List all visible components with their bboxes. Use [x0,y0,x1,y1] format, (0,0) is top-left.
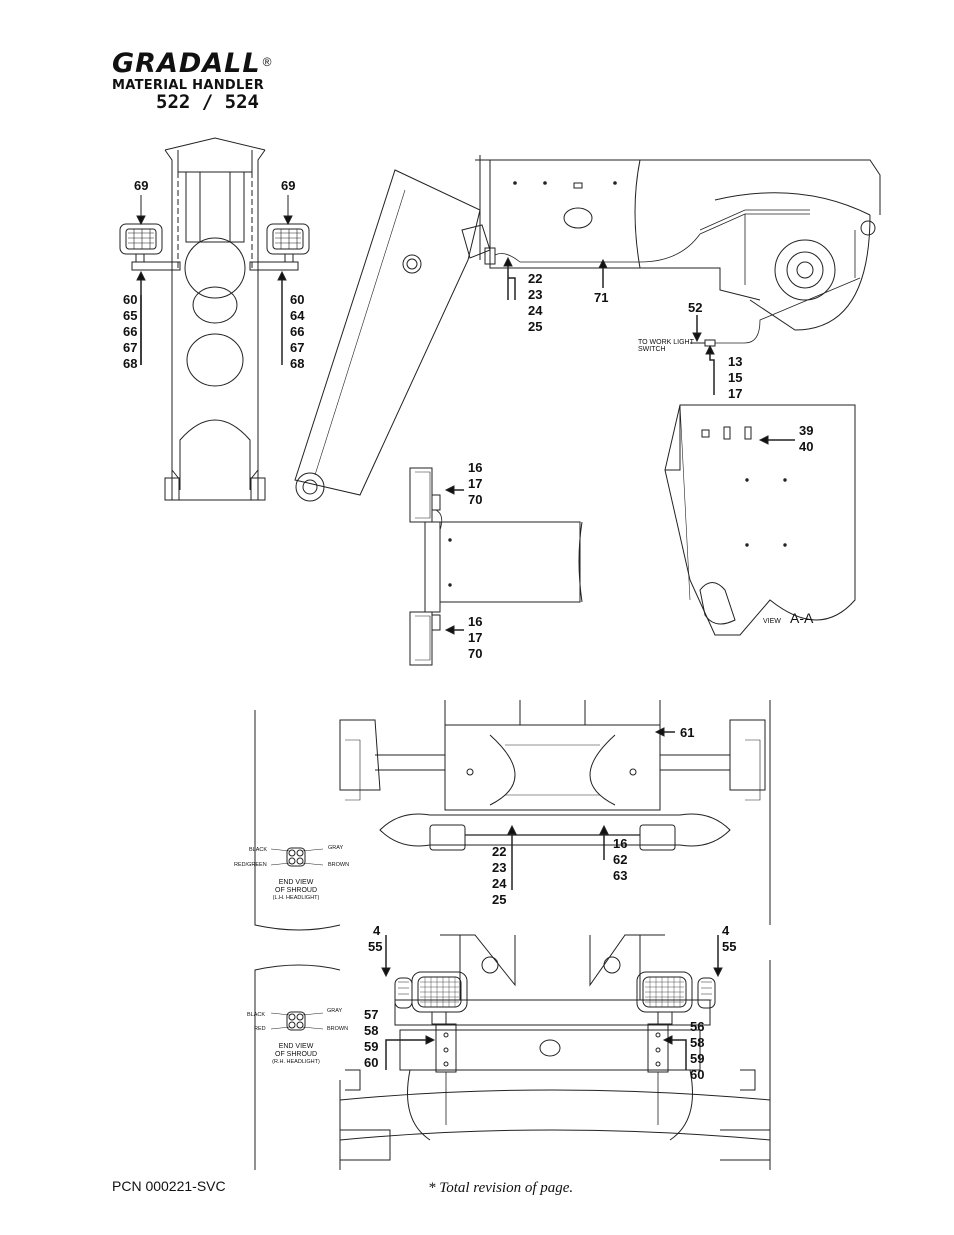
callout-mount-right-3: 59 [690,1051,704,1066]
boom-side-view [294,155,881,502]
callout-69-right: 69 [281,178,295,193]
callout-mount-left-3: 59 [364,1039,378,1054]
view-aa-drawing [664,404,856,636]
rh-wire-brown: BROWN [327,1026,348,1032]
callout-mount-right-1: 56 [690,1019,704,1034]
callout-right-bracket-4: 67 [290,340,304,355]
callout-left-bracket-3: 66 [123,324,137,339]
lh-wire-gray: GRAY [328,845,344,851]
callout-61: 61 [680,725,694,740]
note-to-work-light-1: TO WORK LIGHT [638,339,695,346]
front-lamp-view [409,467,583,666]
model-numbers: 522 / 524 [156,91,259,113]
brand-wordmark: GRADALL® [112,50,271,77]
callout-52: 52 [688,300,702,315]
callout-left-bracket-4: 67 [123,340,137,355]
callout-boom-harness-3: 24 [528,303,543,318]
view-label: VIEW [763,618,781,625]
revision-note: * Total revision of page. [428,1180,574,1196]
callout-chassis-right-1: 16 [613,836,627,851]
callout-chassis-right-2: 62 [613,852,627,867]
callout-mount-right-2: 58 [690,1035,704,1050]
callout-lamp-left-2: 55 [368,939,382,954]
callout-switch-wire-1: 13 [728,354,742,369]
callout-front-lower-2: 17 [468,630,482,645]
callout-view-aa-1: 39 [799,423,813,438]
rh-shroud-sub: (R.H. HEADLIGHT) [272,1059,320,1065]
product-line: MATERIAL HANDLER [112,78,265,93]
chassis-front-view [339,934,771,1170]
callout-front-lower-3: 70 [468,646,482,661]
lh-wire-black: BLACK [249,847,267,853]
lh-shroud-title-1: END VIEW [279,879,314,886]
lh-wire-red-green: RED/GREEN [234,862,267,868]
callout-mount-right-4: 60 [690,1067,704,1082]
rh-wire-gray: GRAY [327,1008,343,1014]
callout-chassis-harness-4: 25 [492,892,506,907]
rh-shroud-title-1: END VIEW [279,1043,314,1050]
pcn-number: PCN 000221-SVC [112,1178,226,1194]
note-to-work-light-2: SWITCH [638,346,666,353]
rh-shroud-title-2: OF SHROUD [275,1051,317,1058]
callout-switch-wire-3: 17 [728,386,742,401]
callout-switch-wire-2: 15 [728,370,742,385]
switch-connector [690,277,861,395]
chassis-top-view [339,700,771,925]
rh-wire-red: RED [254,1026,266,1032]
callout-right-bracket-3: 66 [290,324,304,339]
callout-chassis-harness-3: 24 [492,876,507,891]
callout-boom-harness-2: 23 [528,287,542,302]
view-id: A-A [790,610,814,626]
callout-left-bracket-1: 60 [123,292,137,307]
callout-left-bracket-2: 65 [123,308,137,323]
callout-71: 71 [594,290,608,305]
headlight-rh [636,971,716,1125]
callout-right-bracket-1: 60 [290,292,304,307]
callout-front-upper-1: 16 [468,460,482,475]
callout-mount-left-2: 58 [364,1023,378,1038]
callout-labels: 69 69 60 65 66 67 68 60 64 66 67 68 22 2… [123,178,814,1082]
callout-chassis-right-3: 63 [613,868,627,883]
callout-left-bracket-5: 68 [123,356,137,371]
work-lamp-top-left [119,223,181,271]
rh-wire-black: BLACK [247,1012,265,1018]
callout-view-aa-2: 40 [799,439,813,454]
leader-lines-top-left [136,195,293,365]
callout-mount-left-4: 60 [364,1055,378,1070]
callout-front-upper-2: 17 [468,476,482,491]
leader-lines-bottom [381,935,723,1070]
registered-mark: ® [262,54,272,69]
callout-lamp-left-1: 4 [373,923,381,938]
work-lamp-top-right [249,223,310,271]
lh-shroud-sub: (L.H. HEADLIGHT) [273,895,320,901]
callout-front-upper-3: 70 [468,492,482,507]
callout-chassis-harness-1: 22 [492,844,506,859]
headlight-lh [394,971,468,1125]
callout-boom-harness-1: 22 [528,271,542,286]
shroud-panel-lh [254,710,341,931]
callout-lamp-right-2: 55 [722,939,736,954]
callout-right-bracket-2: 64 [290,308,305,323]
brand-logo: GRADALL® MATERIAL HANDLER 522 / 524 [112,50,271,112]
callout-lamp-right-1: 4 [722,923,730,938]
callout-chassis-harness-2: 23 [492,860,506,875]
callout-right-bracket-5: 68 [290,356,304,371]
callout-mount-left-1: 57 [364,1007,378,1022]
leader-lines-boom [503,256,608,300]
lh-wire-brown: BROWN [328,862,349,868]
boom-end-view [164,137,266,501]
callout-front-lower-1: 16 [468,614,482,629]
callout-69-left: 69 [134,178,148,193]
shroud-panel-rh [254,964,341,1170]
brand-name: GRADALL [112,48,261,79]
lh-shroud-title-2: OF SHROUD [275,887,317,894]
callout-boom-harness-4: 25 [528,319,542,334]
